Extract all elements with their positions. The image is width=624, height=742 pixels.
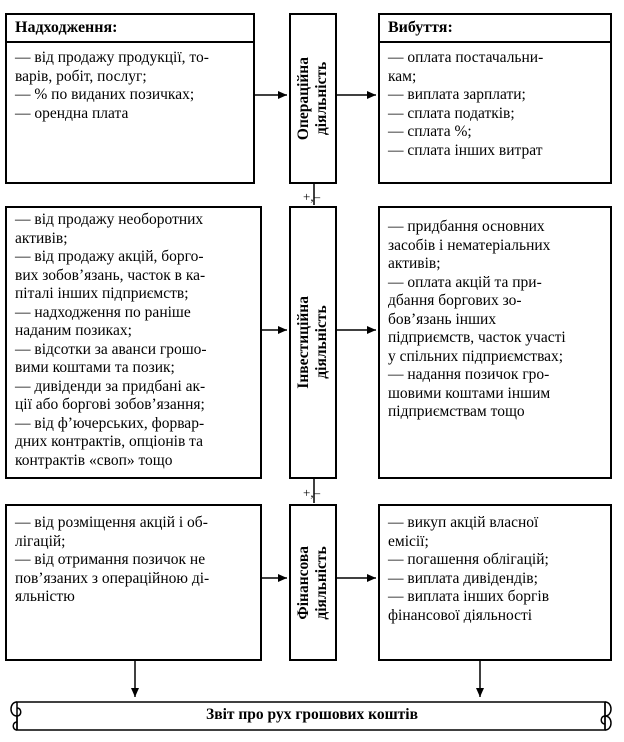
list-item: бов’язань інших <box>388 310 497 328</box>
list-item: — придбання основних <box>388 218 545 235</box>
list-item: активів; <box>15 229 68 247</box>
financing-inflows-box: — від розміщення акцій і об- лігацій; — … <box>5 504 262 661</box>
inflows-header: Надходження: <box>15 19 118 36</box>
connector-label-1: +,– <box>303 189 321 204</box>
list-item: лігацій; <box>15 532 66 550</box>
list-item: — сплата податків; <box>388 104 515 122</box>
list-item: наданим позиках; <box>15 322 132 339</box>
list-item: — сплата %; <box>388 123 472 140</box>
list-item: — надання позичок гро- <box>388 366 550 383</box>
list-item: — дивіденди за придбані ак- <box>15 377 206 395</box>
list-item: — від продажу необоротних <box>15 211 204 228</box>
list-item: дних контрактів, опціонів та <box>15 433 203 450</box>
list-item: — оплата постачальни- <box>388 49 544 66</box>
list-item: у спільних підприємствах; <box>388 347 564 365</box>
investing-activity-label: Інвестиційна діяльність <box>295 296 330 389</box>
investing-inflows-box: — від продажу необоротних активів; — від… <box>5 206 262 479</box>
investing-inflows-list: — від продажу необоротних активів; — від… <box>7 208 260 470</box>
investing-outflows-list: — придбання основних засобів і нематеріа… <box>380 208 610 422</box>
list-item: піталі інших підприємств; <box>15 285 189 302</box>
list-item: шовими коштами іншим <box>388 384 551 402</box>
list-item: — від отримання позичок не <box>15 551 206 568</box>
list-item: — виплата зарплати; <box>388 86 526 103</box>
operating-inflows-box: Надходження: — від продажу продукції, то… <box>5 13 255 184</box>
outflows-header: Вибуття: <box>388 19 453 36</box>
list-item: пов’язаних з операційною ді- <box>15 569 210 587</box>
list-item: кам; <box>388 67 417 85</box>
list-item: ції або боргові зобов’язання; <box>15 396 205 413</box>
list-item: вими коштами та позик; <box>15 359 175 376</box>
operating-activity-label: Операційна діяльність <box>295 56 330 141</box>
list-item: — від продажу продукції, то- <box>15 49 209 66</box>
connector-label-2: +,– <box>303 485 321 500</box>
list-item: — виплата дивідендів; <box>388 569 538 587</box>
list-item: яльністю <box>15 588 75 605</box>
scroll-banner <box>10 701 612 731</box>
operating-outflows-list: — оплата постачальни- кам; — виплата зар… <box>380 43 610 160</box>
operating-outflows-box: Вибуття: — оплата постачальни- кам; — ви… <box>378 13 612 184</box>
list-item: — оплата акцій та при- <box>388 273 542 291</box>
operating-inflows-list: — від продажу продукції, то- варів, робі… <box>7 43 253 123</box>
list-item: — відсотки за аванси грошо- <box>15 340 207 358</box>
list-item: підприємств, часток участі <box>388 329 566 346</box>
list-item: фінансової діяльності <box>388 606 533 624</box>
list-item: — сплата інших витрат <box>388 141 543 159</box>
list-item: — викуп акцій власної <box>388 514 539 531</box>
list-item: — від ф’ючерських, форвар- <box>15 414 205 432</box>
financing-activity-box: Фінансова діяльність <box>289 504 337 661</box>
financing-outflows-list: — викуп акцій власної емісії; — погашенн… <box>380 506 610 625</box>
list-item: — надходження по раніше <box>15 303 191 321</box>
financing-outflows-box: — викуп акцій власної емісії; — погашенн… <box>378 504 612 661</box>
list-item: емісії; <box>388 532 429 550</box>
operating-activity-box: Операційна діяльність <box>289 13 337 184</box>
list-item: — орендна плата <box>15 104 129 122</box>
list-item: дбання боргових зо- <box>388 292 522 309</box>
list-item: — від розміщення акцій і об- <box>15 514 208 531</box>
list-item: варів, робіт, послуг; <box>15 67 147 85</box>
list-item: — погашення облігацій; <box>388 551 549 568</box>
list-item: вих зобов’язань, часток в ка- <box>15 266 206 284</box>
investing-outflows-box: — придбання основних засобів і нематеріа… <box>378 206 612 479</box>
financing-activity-label: Фінансова діяльність <box>295 545 330 620</box>
list-item: засобів і нематеріальних <box>388 236 551 254</box>
investing-activity-box: Інвестиційна діяльність <box>289 206 337 479</box>
financing-inflows-list: — від розміщення акцій і об- лігацій; — … <box>7 506 260 607</box>
list-item: підприємствам тощо <box>388 403 525 420</box>
list-item: контрактів «своп» тощо <box>15 451 173 469</box>
list-item: активів; <box>388 255 441 272</box>
list-item: — виплата інших боргів <box>388 588 550 605</box>
list-item: — % по виданих позичках; <box>15 86 195 103</box>
list-item: — від продажу акцій, борго- <box>15 248 204 265</box>
report-title: Звіт про рух грошових коштів <box>206 706 418 723</box>
